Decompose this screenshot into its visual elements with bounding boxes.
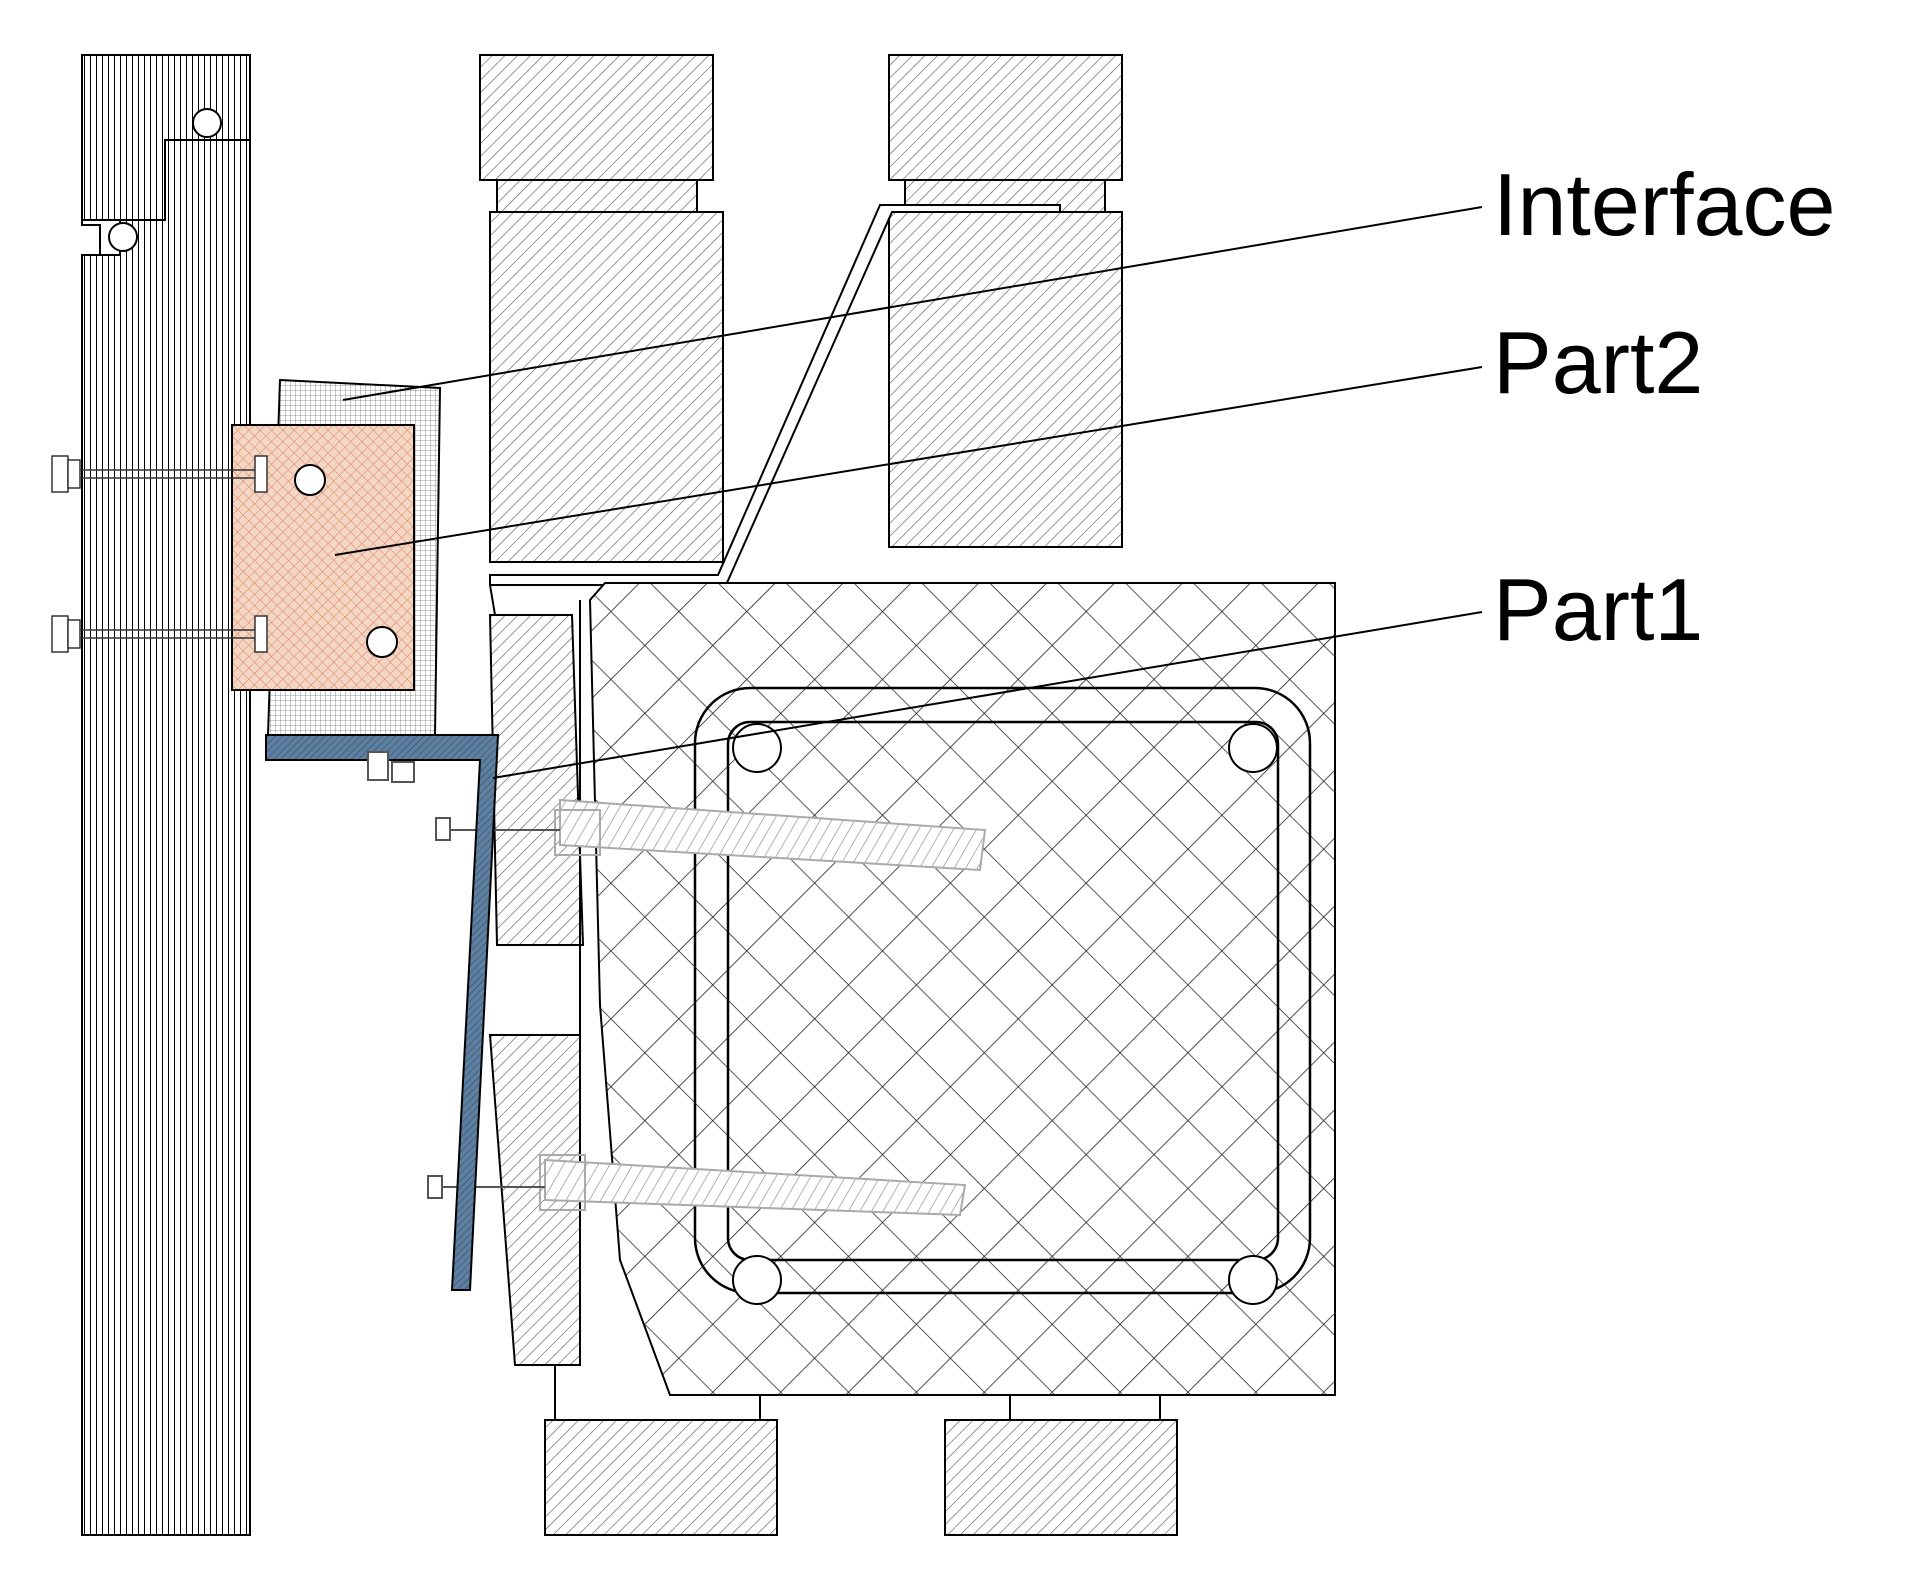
lower-wedge-blocks [488, 600, 585, 1366]
seal-circle-upper [192, 108, 222, 138]
label-interface: Interface [1493, 155, 1835, 254]
left-striped-column [81, 54, 251, 1536]
bottom-block-left [544, 1419, 778, 1536]
rebar-top-right [1228, 723, 1278, 773]
concrete-section [588, 582, 1336, 1396]
upper-block-left-top [479, 54, 714, 181]
column-bolts [51, 455, 268, 653]
leader-lines [334, 206, 1483, 779]
label-part2: Part2 [1493, 313, 1703, 412]
label-part1: Part1 [1493, 560, 1703, 659]
reinforcement-inner-ring [726, 720, 1280, 1262]
anchor-upper [435, 798, 987, 872]
upper-block-left-main [489, 211, 724, 563]
part2-bolt-hole-lower [366, 626, 398, 658]
rebar-bottom-left [732, 1255, 782, 1305]
anchor-lower [427, 1154, 967, 1217]
upper-block-left-neck [496, 179, 698, 213]
leader-interface [342, 206, 1483, 401]
seal-circle-lower [108, 222, 138, 252]
bottom-blocks [544, 1365, 1178, 1536]
reinforcement-outer-ring [693, 686, 1312, 1295]
upper-blocks [479, 54, 1123, 563]
leader-part2 [334, 366, 1483, 556]
part2-bolt-hole-upper [294, 464, 326, 496]
rebar-bottom-right [1228, 1255, 1278, 1305]
leader-part1 [492, 611, 1483, 779]
upper-block-right-main [888, 211, 1123, 548]
bottom-block-right [944, 1419, 1178, 1536]
part1-angle [265, 734, 500, 1291]
upper-block-right-top [888, 54, 1123, 181]
